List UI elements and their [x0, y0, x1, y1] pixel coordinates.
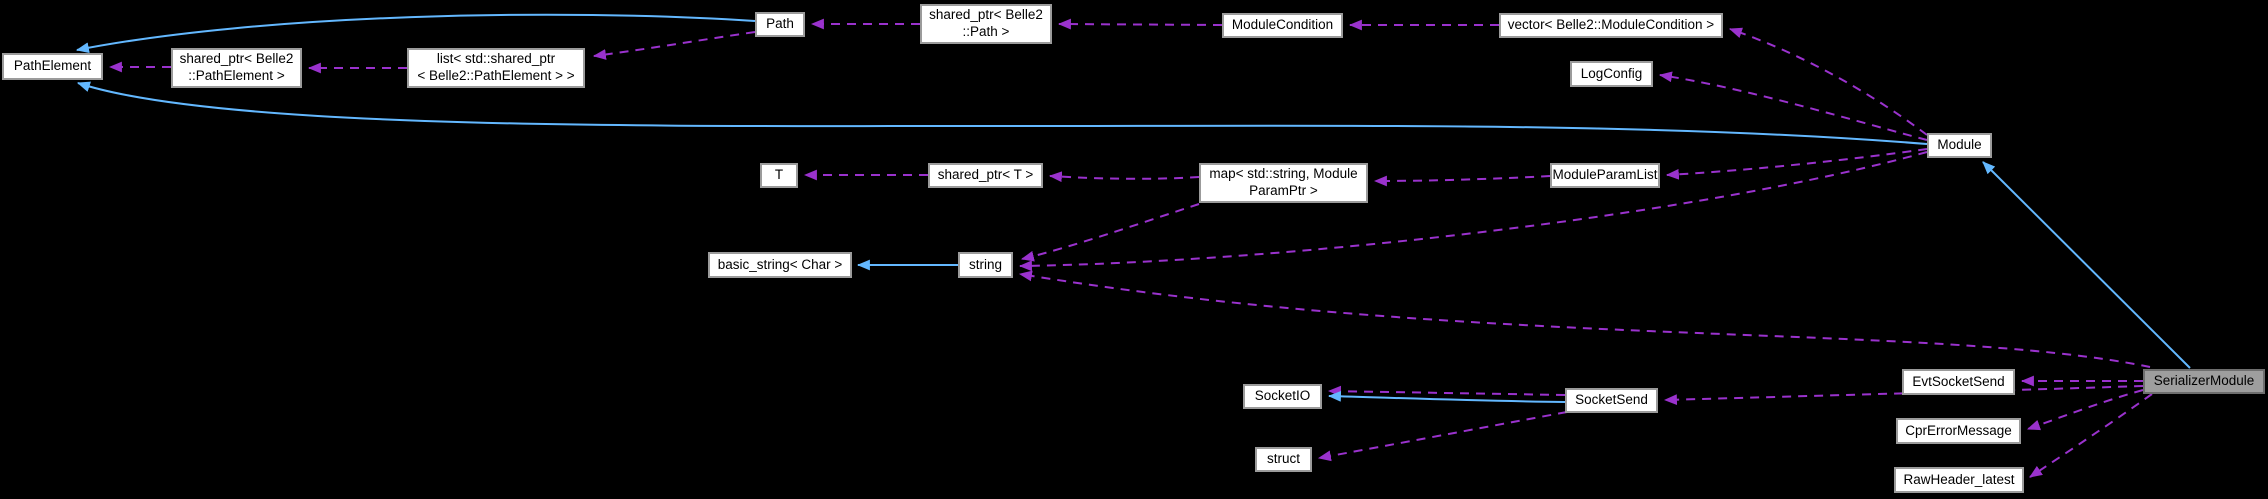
edge-usage-serializermodule-cprerrormessage [2026, 389, 2144, 431]
edge-usage-serializermodule-string [1018, 270, 2151, 368]
node-module[interactable]: Module [1927, 133, 1992, 158]
edge-usage-moduleparamlist-map [1373, 175, 1551, 187]
node-socketsend[interactable]: SocketSend [1565, 388, 1658, 413]
edge-usage-path-list [592, 31, 756, 60]
node-string[interactable]: string [958, 252, 1013, 278]
node-list-shared-ptr-pathelement[interactable]: list< std::shared_ptr < Belle2::PathElem… [407, 48, 585, 88]
edge-inherit-module-pathelement [76, 81, 1928, 145]
edge-usage-modulecondition-shared-ptr-path [1057, 18, 1223, 30]
edge-inherit-socketsend-socketio [1327, 390, 1566, 403]
edge-usage-socketsend-struct [1317, 411, 1568, 462]
edge-usage-serializermodule-rawheader-latest [2029, 393, 2153, 478]
node-map-string-moduleparamptr[interactable]: map< std::string, Module ParamPtr > [1199, 163, 1368, 203]
edge-usage-module-moduleparamlist [1665, 148, 1928, 180]
node-evtsocketsend[interactable]: EvtSocketSend [1902, 369, 2015, 395]
node-vector-modulecondition[interactable]: vector< Belle2::ModuleCondition > [1499, 13, 1723, 38]
node-serializermodule: SerializerModule [2143, 369, 2265, 394]
edge-usage-socketsend-socketio [1327, 385, 1566, 397]
node-pathelement[interactable]: PathElement [2, 53, 103, 80]
node-rawheader-latest[interactable]: RawHeader_latest [1894, 467, 2024, 493]
node-struct[interactable]: struct [1255, 447, 1312, 472]
node-socketio[interactable]: SocketIO [1243, 384, 1322, 409]
node-shared-ptr-path[interactable]: shared_ptr< Belle2 ::Path > [920, 4, 1052, 44]
node-path[interactable]: Path [755, 12, 805, 37]
edge-usage-map-shared-ptr-t [1048, 171, 1200, 183]
node-t[interactable]: T [760, 163, 798, 188]
node-cprerrormessage[interactable]: CprErrorMessage [1896, 418, 2021, 444]
edge-usage-serializermodule-socketsend [1663, 385, 2144, 406]
node-shared-ptr-pathelement[interactable]: shared_ptr< Belle2 ::PathElement > [171, 48, 302, 88]
node-modulecondition[interactable]: ModuleCondition [1222, 13, 1343, 38]
edge-inherit-path-pathelement [75, 13, 756, 54]
node-moduleparamlist[interactable]: ModuleParamList [1550, 163, 1660, 188]
node-logconfig[interactable]: LogConfig [1570, 61, 1653, 87]
edge-usage-module-string [1018, 151, 1928, 272]
node-shared-ptr-t[interactable]: shared_ptr< T > [928, 163, 1043, 188]
node-basic-string-char[interactable]: basic_string< Char > [708, 252, 852, 278]
edge-usage-module-vector-modulecondition [1728, 27, 1928, 136]
edge-inherit-serializermodule-module [1982, 161, 2191, 369]
edge-usage-map-string [1020, 203, 1200, 262]
